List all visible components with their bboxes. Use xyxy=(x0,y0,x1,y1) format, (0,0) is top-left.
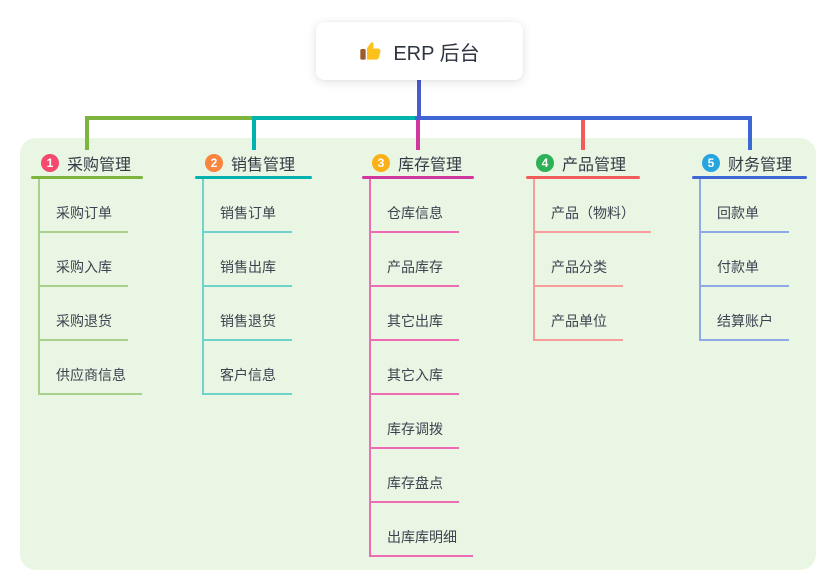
child-node-产品（物料）[interactable]: 产品（物料） xyxy=(535,179,651,233)
connector-branch-1-v xyxy=(85,116,89,150)
branch-title-产品管理[interactable]: 4 产品管理 xyxy=(526,150,651,176)
branch-underline xyxy=(526,176,640,179)
branch-index-badge: 5 xyxy=(702,154,720,172)
branch-title-库存管理[interactable]: 3 库存管理 xyxy=(362,150,474,176)
connector-branch-3-v xyxy=(416,120,420,150)
child-node-结算账户[interactable]: 结算账户 xyxy=(701,287,789,341)
branch-title-销售管理[interactable]: 2 销售管理 xyxy=(195,150,312,176)
child-node-库存盘点[interactable]: 库存盘点 xyxy=(371,449,459,503)
branch-index-badge: 2 xyxy=(205,154,223,172)
branch-children: 仓库信息产品库存其它出库其它入库库存调拨库存盘点出库库明细 xyxy=(369,179,474,557)
child-node-库存调拨[interactable]: 库存调拨 xyxy=(371,395,459,449)
mindmap-panel xyxy=(20,138,816,570)
branch-label: 采购管理 xyxy=(67,157,132,174)
branch-underline xyxy=(195,176,312,179)
thumbs-up-icon xyxy=(360,42,381,60)
child-node-销售订单[interactable]: 销售订单 xyxy=(204,179,292,233)
branch-财务管理: 5 财务管理回款单付款单结算账户 xyxy=(692,150,807,341)
root-node[interactable]: ERP 后台 xyxy=(316,22,523,80)
branch-children: 销售订单销售出库销售退货客户信息 xyxy=(202,179,312,395)
child-node-仓库信息[interactable]: 仓库信息 xyxy=(371,179,459,233)
child-node-采购入库[interactable]: 采购入库 xyxy=(40,233,128,287)
child-node-销售退货[interactable]: 销售退货 xyxy=(204,287,292,341)
branch-index-badge: 3 xyxy=(372,154,390,172)
root-label: ERP 后台 xyxy=(393,42,480,65)
child-node-付款单[interactable]: 付款单 xyxy=(701,233,789,287)
connector-root-v xyxy=(417,80,421,120)
child-node-产品分类[interactable]: 产品分类 xyxy=(535,233,623,287)
child-node-采购退货[interactable]: 采购退货 xyxy=(40,287,128,341)
branch-index-badge: 1 xyxy=(41,154,59,172)
child-node-产品库存[interactable]: 产品库存 xyxy=(371,233,459,287)
child-node-其它出库[interactable]: 其它出库 xyxy=(371,287,459,341)
branch-title-财务管理[interactable]: 5 财务管理 xyxy=(692,150,807,176)
child-node-供应商信息[interactable]: 供应商信息 xyxy=(40,341,142,395)
branch-underline xyxy=(31,176,143,179)
branch-label: 库存管理 xyxy=(398,157,463,174)
branch-children: 回款单付款单结算账户 xyxy=(699,179,807,341)
connector-branch-2-v xyxy=(252,116,256,150)
child-node-客户信息[interactable]: 客户信息 xyxy=(204,341,292,395)
child-node-产品单位[interactable]: 产品单位 xyxy=(535,287,623,341)
branch-index-badge: 4 xyxy=(536,154,554,172)
connector-branch-5-v xyxy=(748,116,752,150)
branch-label: 财务管理 xyxy=(728,157,793,174)
branch-label: 销售管理 xyxy=(231,157,296,174)
branch-采购管理: 1 采购管理采购订单采购入库采购退货供应商信息 xyxy=(31,150,143,395)
child-node-采购订单[interactable]: 采购订单 xyxy=(40,179,128,233)
branch-销售管理: 2 销售管理销售订单销售出库销售退货客户信息 xyxy=(195,150,312,395)
child-node-出库库明细[interactable]: 出库库明细 xyxy=(371,503,473,557)
child-node-销售出库[interactable]: 销售出库 xyxy=(204,233,292,287)
branch-underline xyxy=(362,176,474,179)
branch-children: 产品（物料）产品分类产品单位 xyxy=(533,179,651,341)
connector-branch-2-h xyxy=(252,116,419,120)
branch-children: 采购订单采购入库采购退货供应商信息 xyxy=(38,179,143,395)
connector-branch-4-v xyxy=(581,116,585,150)
branch-underline xyxy=(692,176,807,179)
branch-库存管理: 3 库存管理仓库信息产品库存其它出库其它入库库存调拨库存盘点出库库明细 xyxy=(362,150,474,557)
child-node-回款单[interactable]: 回款单 xyxy=(701,179,789,233)
branch-产品管理: 4 产品管理产品（物料）产品分类产品单位 xyxy=(526,150,651,341)
branch-title-采购管理[interactable]: 1 采购管理 xyxy=(31,150,143,176)
connector-branch-5-h xyxy=(415,116,752,120)
child-node-其它入库[interactable]: 其它入库 xyxy=(371,341,459,395)
branch-label: 产品管理 xyxy=(562,157,627,174)
